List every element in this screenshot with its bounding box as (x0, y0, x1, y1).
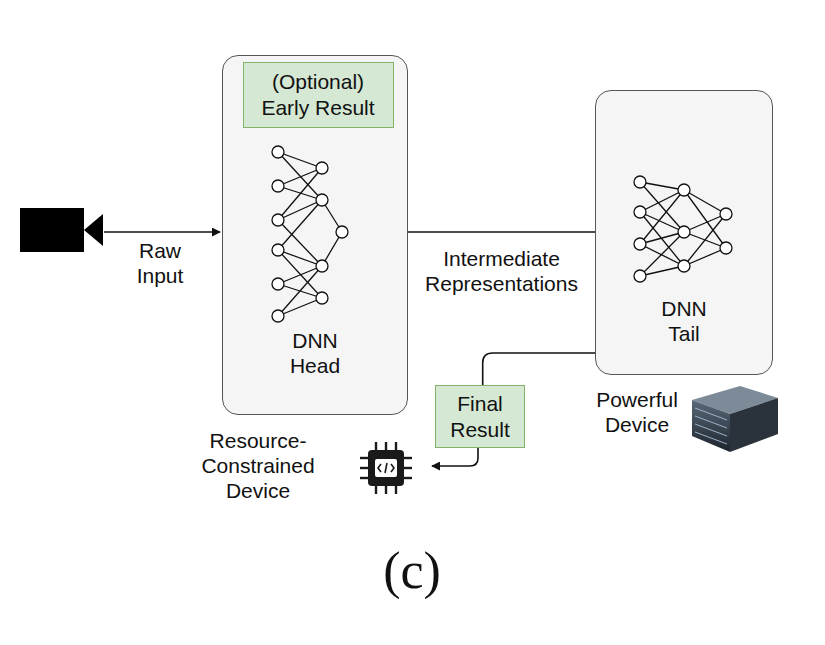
chip-icon (360, 442, 412, 494)
edge-label: Intermediate Representations (413, 246, 591, 296)
output-arrow (432, 447, 478, 466)
input-label: Raw Input (122, 238, 198, 288)
device-label: Resource-Constrained Device (194, 428, 322, 504)
caption: (c) (312, 540, 512, 602)
input-arrow (104, 231, 220, 233)
node-text: DNN Tail (644, 296, 724, 346)
camera-icon (20, 208, 103, 252)
device-label: Powerful Device (585, 387, 689, 437)
node-text: (Optional) Early Result (244, 67, 393, 121)
head-panel: DNN Head (Optional) Early Result (222, 55, 408, 415)
result-box: (Optional) Early Result (243, 62, 394, 128)
tail-network (634, 176, 732, 282)
node-text: DNN Head (275, 328, 355, 378)
head-network (272, 146, 348, 322)
tail-panel: DNN Tail (595, 90, 773, 375)
node-text: Final Result (436, 389, 524, 443)
server-icon (692, 386, 778, 452)
result-box: Final Result (435, 385, 525, 448)
